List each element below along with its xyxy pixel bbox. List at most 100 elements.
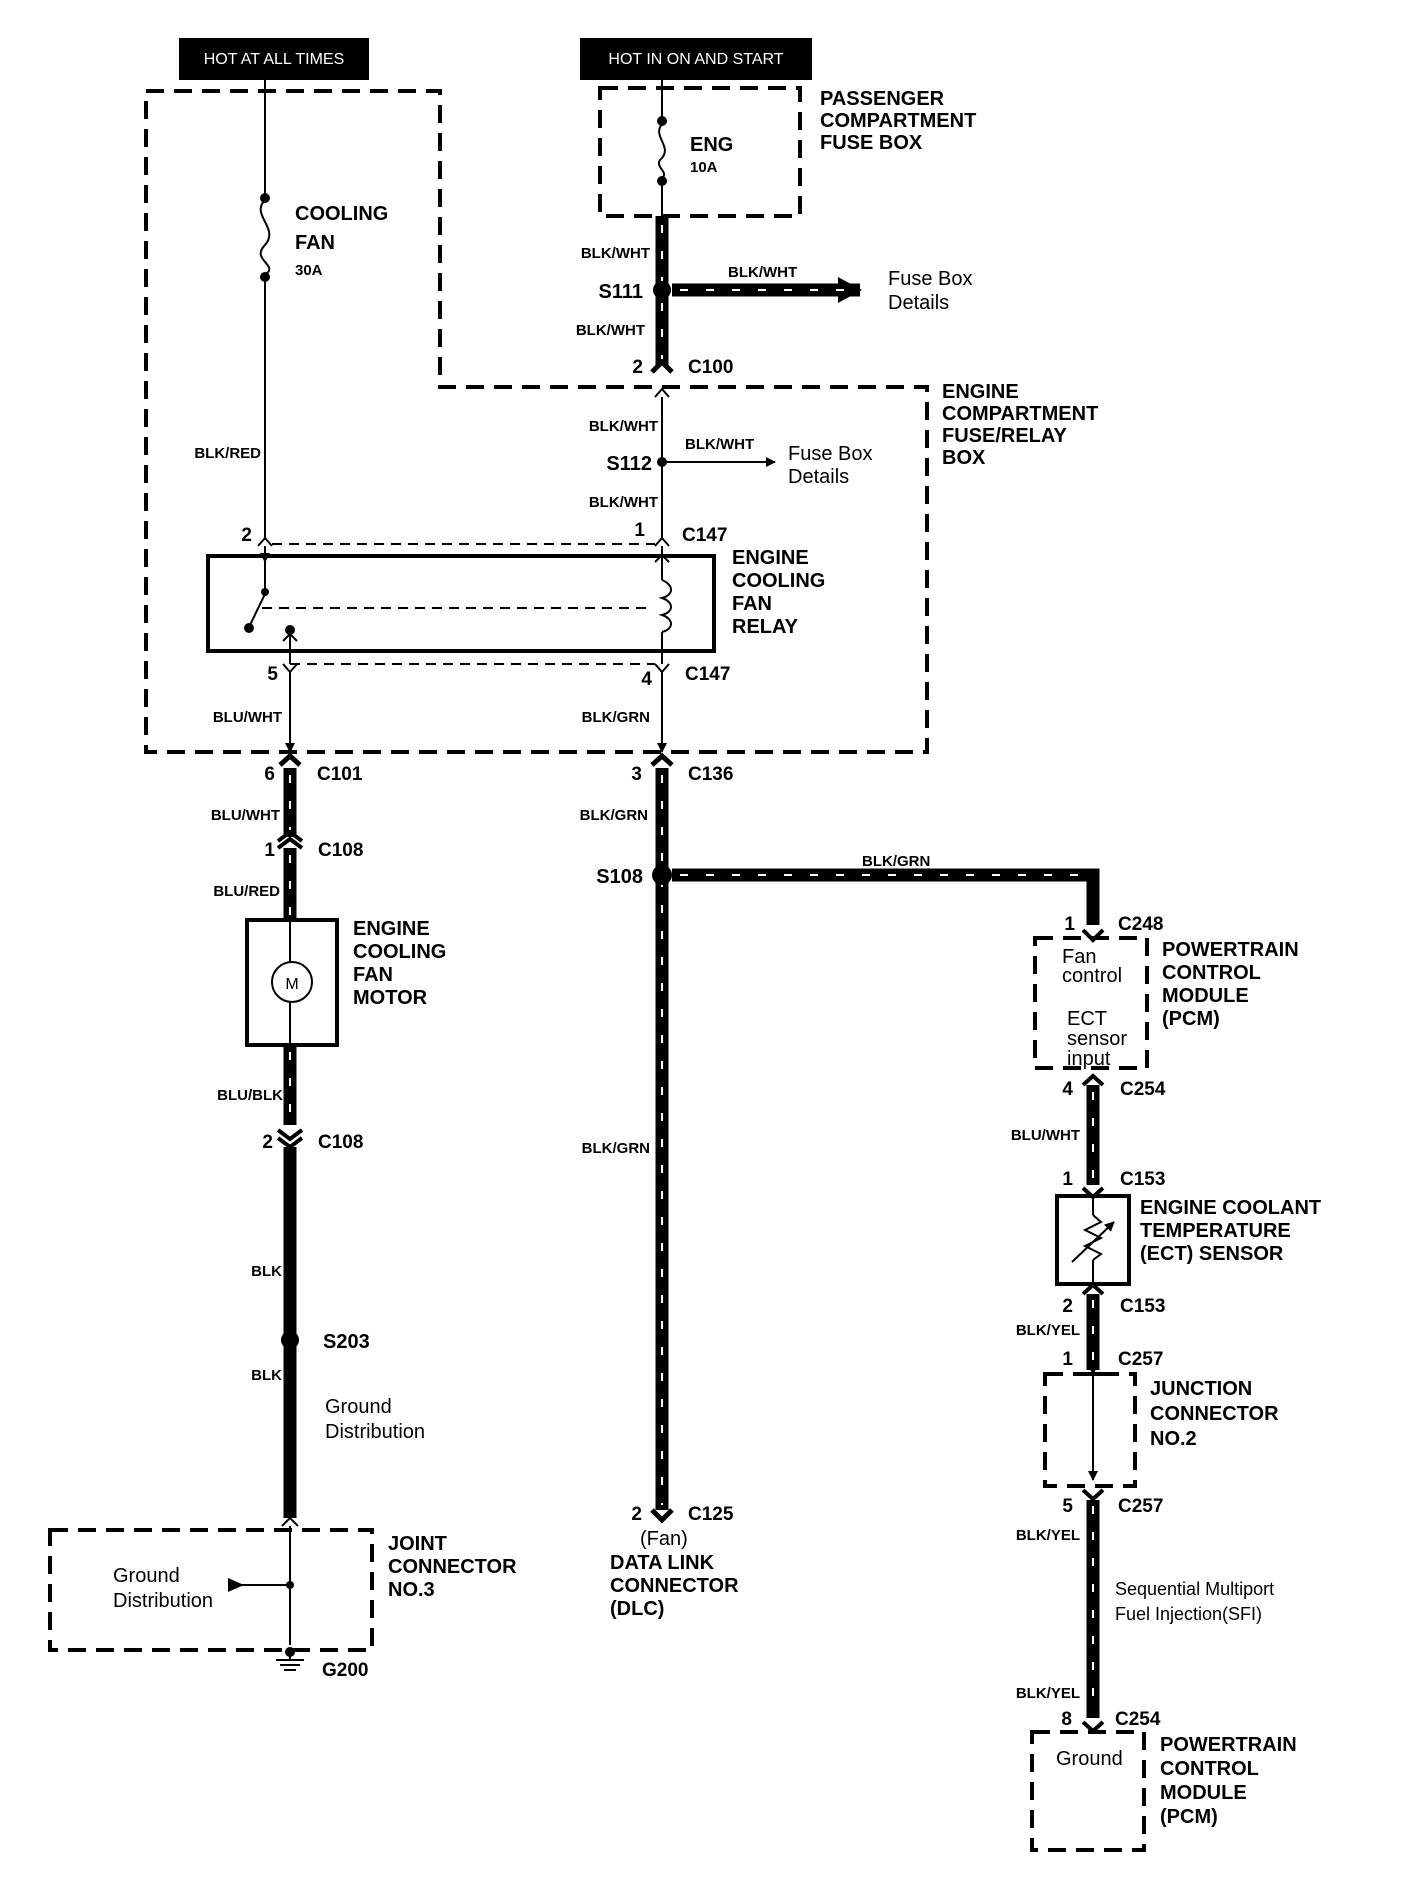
connector-c108-bottom-label: C108: [318, 1132, 363, 1153]
connector-c153-bottom-label: C153: [1120, 1296, 1165, 1317]
pin-c108-2: 2: [262, 1132, 273, 1153]
wire-label-blk-wht-1: BLK/WHT: [581, 245, 650, 262]
ect-input-line-2: sensor: [1067, 1028, 1127, 1050]
header-hot-in-on-and-start: HOT IN ON AND START: [580, 38, 812, 80]
wire-label-blk-wht-4: BLK/WHT: [589, 494, 658, 511]
eng-fuse: [657, 116, 667, 186]
wire-label-blk-yel-2: BLK/YEL: [1016, 1527, 1080, 1544]
engine-box-line-2: COMPARTMENT: [942, 403, 1098, 425]
pin-c254-4: 4: [1062, 1079, 1073, 1100]
joint-connector-line-3: NO.3: [388, 1579, 435, 1601]
engine-box-line-3: FUSE/RELAY: [942, 425, 1068, 447]
ground-g200-label: G200: [322, 1660, 368, 1681]
engine-cooling-fan-relay-label: ENGINE COOLING FAN RELAY: [732, 547, 825, 638]
pcm-top-line-1: POWERTRAIN: [1162, 939, 1299, 961]
connector-c254-top-label: C254: [1120, 1079, 1166, 1100]
splice-s112-label: S112: [606, 453, 652, 475]
ground-distribution-2-line-2: Distribution: [113, 1590, 213, 1612]
relay-coil: [654, 546, 672, 664]
cooling-fan-fuse-name-1: COOLING: [295, 203, 388, 225]
relay-label-line-4: RELAY: [732, 616, 799, 638]
pin-c257-5: 5: [1062, 1496, 1073, 1517]
wire-label-blk-grn-2: BLK/GRN: [580, 807, 648, 824]
wire-label-blk-red: BLK/RED: [194, 445, 261, 462]
fan-motor-m: M: [285, 976, 298, 993]
wire-label-blk-yel-3: BLK/YEL: [1016, 1685, 1080, 1702]
cooling-fan-fuse: [259, 193, 271, 282]
joint-connector-label: JOINT CONNECTOR NO.3: [388, 1533, 517, 1601]
fuse-box-details-1-line-2: Details: [888, 292, 949, 314]
fan-motor-symbol: [271, 961, 313, 1003]
cooling-fan-fuse-name-2: FAN: [295, 232, 335, 254]
junction-connector-outline: [1043, 1372, 1137, 1488]
engine-compartment-fuse-relay-box-outline: [144, 89, 929, 754]
wire-label-blk-wht-3: BLK/WHT: [589, 418, 658, 435]
ect-input-line-1: ECT: [1067, 1008, 1107, 1030]
sfi-note-line-2: Fuel Injection(SFI): [1115, 1604, 1262, 1624]
pcm-top-label: POWERTRAIN CONTROL MODULE (PCM): [1162, 939, 1299, 1030]
splice-s203-label: S203: [323, 1331, 370, 1353]
wire-label-blu-wht-1: BLU/WHT: [213, 709, 282, 726]
pin-c248-1: 1: [1064, 914, 1075, 935]
connector-c257-top-label: C257: [1118, 1349, 1163, 1370]
passenger-compartment-fuse-box-outline: [598, 86, 802, 218]
fan-motor-line-3: FAN: [353, 964, 393, 986]
wire-label-blk-grn-branch: BLK/GRN: [862, 853, 930, 870]
relay-label-line-1: ENGINE: [732, 547, 809, 569]
pcm-bottom-label: POWERTRAIN CONTROL MODULE (PCM): [1160, 1734, 1297, 1828]
wire-label-blu-wht-3: BLU/WHT: [1011, 1127, 1080, 1144]
engine-box-line-1: ENGINE: [942, 381, 1019, 403]
pcm-bottom-outline: [1030, 1730, 1146, 1852]
pin-c147-1: 1: [634, 520, 645, 541]
pin-c101-6: 6: [264, 764, 275, 785]
connector-c108-top-label: C108: [318, 840, 363, 861]
splice-s111-dot: [653, 281, 671, 299]
wire-label-blk-yel-1: BLK/YEL: [1016, 1322, 1080, 1339]
joint-connector-line-1: JOINT: [388, 1533, 447, 1555]
header-hot-at-all-times: HOT AT ALL TIMES: [179, 38, 369, 80]
fuse-box-details-1-line-1: Fuse Box: [888, 268, 972, 290]
passenger-fuse-box-line-3: FUSE BOX: [820, 132, 923, 154]
junction-line-1: JUNCTION: [1150, 1378, 1252, 1400]
ect-sensor-label: ENGINE COOLANT TEMPERATURE (ECT) SENSOR: [1140, 1197, 1321, 1265]
header-hot-in-on-and-start-label: HOT IN ON AND START: [608, 51, 783, 68]
dlc-line-2: CONNECTOR: [610, 1575, 739, 1597]
wire-label-blk-grn-1: BLK/GRN: [582, 709, 650, 726]
relay-label-line-2: COOLING: [732, 570, 825, 592]
pin-c153-2: 2: [1062, 1296, 1073, 1317]
eng-fuse-rating: 10A: [690, 159, 718, 176]
wire-label-blk-1: BLK: [251, 1263, 282, 1280]
fan-motor-line-2: COOLING: [353, 941, 446, 963]
pin-c153-1: 1: [1062, 1169, 1073, 1190]
ground-distribution-1-line-1: Ground: [325, 1396, 392, 1418]
fuse-box-details-2-line-1: Fuse Box: [788, 443, 872, 465]
wire-label-blu-wht-2: BLU/WHT: [211, 807, 280, 824]
pin-c147-5: 5: [267, 664, 278, 685]
pin-c108-1: 1: [264, 840, 275, 861]
wire-label-blk-wht-branch2: BLK/WHT: [685, 436, 754, 453]
connector-c136-label: C136: [688, 764, 733, 785]
connector-c101-label: C101: [317, 764, 363, 785]
splice-s111-label: S111: [598, 281, 643, 303]
splice-s108-label: S108: [596, 866, 643, 888]
pin-c254-8: 8: [1061, 1709, 1072, 1730]
wire-label-blu-blk: BLU/BLK: [217, 1087, 283, 1104]
fuse-box-details-2-line-2: Details: [788, 466, 849, 488]
ground-distribution-1-line-2: Distribution: [325, 1421, 425, 1443]
header-hot-at-all-times-label: HOT AT ALL TIMES: [204, 51, 345, 68]
connector-c100-label: C100: [688, 357, 733, 378]
relay-label-line-3: FAN: [732, 593, 772, 615]
pin-c147-2: 2: [241, 525, 252, 546]
passenger-fuse-box-line-2: COMPARTMENT: [820, 110, 976, 132]
passenger-fuse-box-line-1: PASSENGER: [820, 88, 945, 110]
engine-cooling-fan-relay: [206, 554, 716, 653]
passenger-compartment-fuse-box-label: PASSENGER COMPARTMENT FUSE BOX: [820, 88, 976, 154]
sfi-note-line-1: Sequential Multiport: [1115, 1579, 1274, 1599]
splice-s108-dot: [652, 865, 672, 885]
pin-c136-3: 3: [631, 764, 642, 785]
connector-c147-bottom-label: C147: [685, 664, 730, 685]
ect-input-line-3: input: [1067, 1048, 1111, 1070]
dlc-fan-note: (Fan): [640, 1528, 688, 1550]
wire-label-blk-grn-3: BLK/GRN: [582, 1140, 650, 1157]
